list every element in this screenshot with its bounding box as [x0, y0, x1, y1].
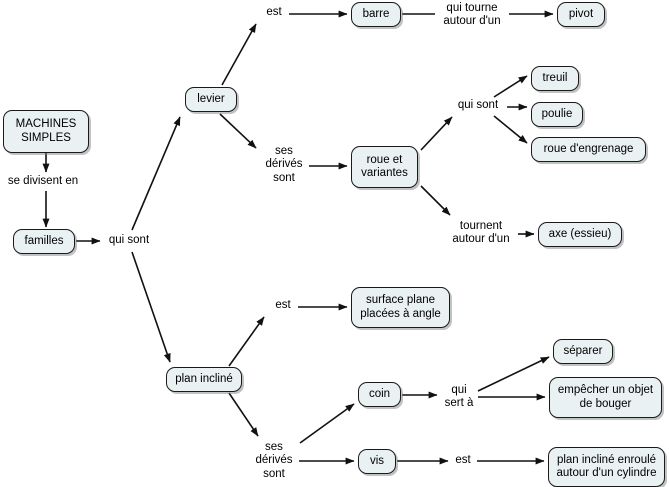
link-label-qui-sont-familles: qui sont	[103, 234, 155, 248]
link-label-est-plan-incline: est	[272, 299, 294, 313]
node-plan-incline[interactable]: plan incliné	[166, 367, 242, 392]
link-label-tournent-autour-dun: tournent autour d'un	[445, 219, 517, 247]
edge-levier-to-ses-derives	[219, 113, 257, 149]
node-surface-plane[interactable]: surface plane placées à angle	[351, 287, 450, 328]
link-label-ses-derives-sont-plan: ses dérivés sont	[252, 440, 296, 482]
edge-roue-to-tournent	[420, 185, 451, 216]
link-label-qui-sert-a: qui sert à	[441, 383, 477, 411]
node-barre[interactable]: barre	[351, 2, 401, 27]
node-empecher[interactable]: empêcher un objet de bouger	[549, 377, 662, 418]
node-treuil[interactable]: treuil	[531, 66, 579, 91]
edge-qui-sert-a-to-separer	[477, 356, 550, 392]
edge-ses-derives-to-coin	[299, 403, 355, 444]
link-label-qui-sont-roue: qui sont	[452, 99, 504, 113]
node-roue-et-variantes[interactable]: roue et variantes	[351, 146, 418, 188]
node-familles[interactable]: familles	[13, 229, 75, 254]
node-machines-simples[interactable]: MACHINES SIMPLES	[3, 110, 89, 153]
node-axe-essieu[interactable]: axe (essieu)	[538, 222, 622, 247]
node-roue-dengrenage[interactable]: roue d'engrenage	[531, 137, 646, 162]
edge-qui-sont-to-roue-engrenage	[493, 115, 528, 144]
edge-plan-incline-to-est	[228, 316, 265, 367]
node-separer[interactable]: séparer	[553, 339, 613, 364]
edge-qui-sont-to-plan-incline	[131, 251, 171, 363]
node-poulie[interactable]: poulie	[531, 102, 583, 127]
node-levier[interactable]: levier	[185, 87, 237, 112]
node-pivot[interactable]: pivot	[557, 2, 605, 27]
link-label-se-divisent-en: se divisent en	[2, 175, 84, 189]
edge-qui-sont-to-levier	[131, 116, 181, 231]
edge-roue-to-qui-sont	[420, 116, 453, 151]
link-label-ses-derives-sont-levier: ses dérivés sont	[262, 144, 306, 186]
edge-plan-incline-to-ses-derives	[228, 392, 259, 437]
link-label-qui-tourne-autour-dun: qui tourne autour d'un	[436, 1, 508, 29]
edge-levier-to-est	[221, 23, 257, 86]
edge-qui-sont-to-treuil	[493, 75, 528, 98]
link-label-est-vis: est	[452, 454, 474, 468]
node-vis[interactable]: vis	[358, 449, 396, 474]
link-label-est-levier: est	[263, 6, 285, 20]
node-coin[interactable]: coin	[358, 382, 401, 407]
node-plan-incline-enroule[interactable]: plan incliné enroulé autour d'un cylindr…	[548, 447, 665, 487]
